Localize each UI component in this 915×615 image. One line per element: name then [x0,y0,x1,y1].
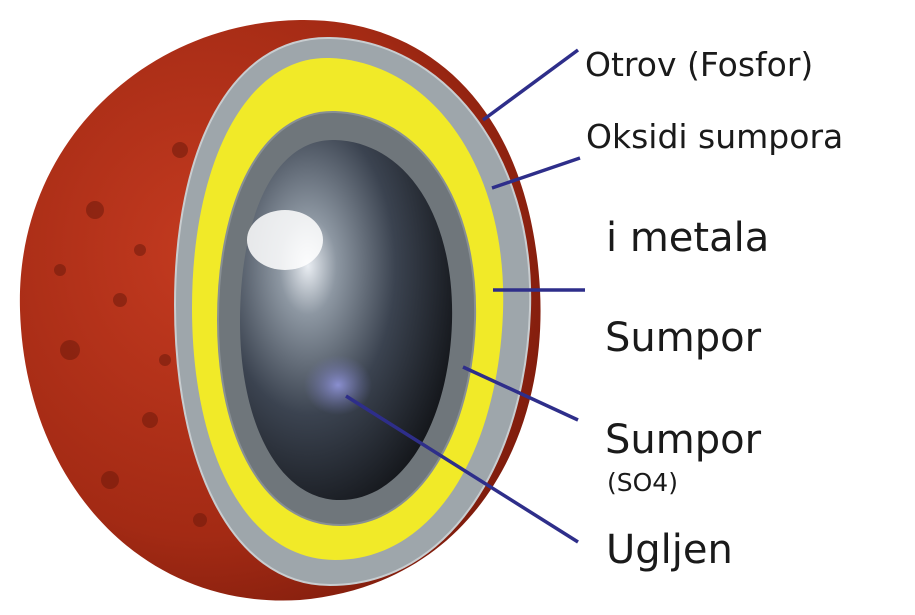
label-sumpor-inner: Sumpor [605,420,761,460]
label-metala: i metala [606,218,769,258]
label-otrov: Otrov (Fosfor) [585,48,813,81]
leader-otrov [483,50,578,120]
label-oksidi: Oksidi sumpora [586,120,843,153]
label-sumpor-outer: Sumpor [605,318,761,358]
label-so4: (SO4) [607,470,678,495]
core-highlight [247,210,323,270]
label-ugljen: Ugljen [606,530,733,570]
